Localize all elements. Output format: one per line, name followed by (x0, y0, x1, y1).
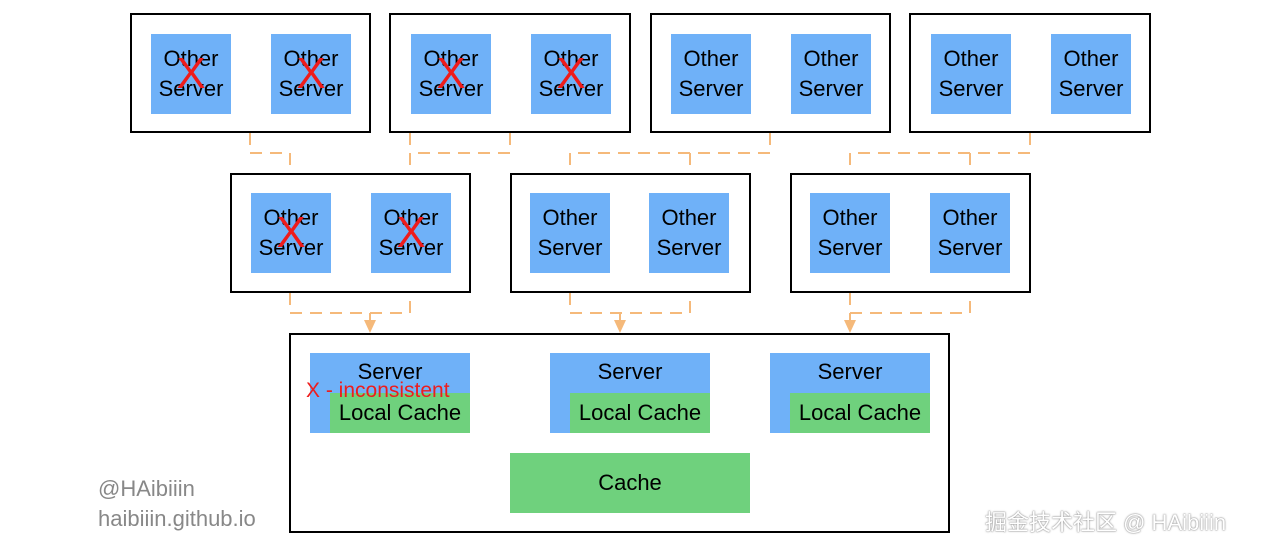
tier2-group-1: Other Server X Other Server X (230, 173, 471, 293)
server-label: Other Server (656, 205, 722, 260)
local-node-3[interactable]: Server Local Cache (770, 353, 930, 433)
link-t2b (569, 273, 691, 314)
server-label: Other Server (798, 46, 864, 101)
failure-mark-icon: X (276, 208, 306, 257)
inconsistent-note: X - inconsistent (306, 379, 450, 402)
local-cache: Local Cache (330, 393, 470, 433)
tier2-group3-server-2[interactable]: Other Server (930, 193, 1010, 273)
server-label: Other Server (1058, 46, 1124, 101)
tier1-group-1: Other Server X Other Server X (130, 13, 371, 133)
server-label: Other Server (937, 205, 1003, 260)
local-cache: Local Cache (570, 393, 710, 433)
watermark-site: haibiiin.github.io (98, 506, 256, 531)
server-label: Other Server (537, 205, 603, 260)
server-label: Other Server (418, 46, 484, 101)
tier2-group1-server-2[interactable]: Other Server X (371, 193, 451, 273)
server-label: Other Server (258, 205, 324, 260)
local-node-1[interactable]: Server Local Cache X - inconsistent (306, 353, 470, 433)
server-label: Other Server (158, 46, 224, 101)
tier1-group2-server-2[interactable]: Other Server X (531, 34, 611, 114)
local-cache: Local Cache (790, 393, 930, 433)
shared-cache[interactable]: Cache (510, 453, 750, 513)
tier1-group1-server-1[interactable]: Other Server X (151, 34, 231, 114)
server-label: Other Server (678, 46, 744, 101)
server-label: Other Server (378, 205, 444, 260)
local-node-2[interactable]: Server Local Cache (550, 353, 710, 433)
failure-mark-icon: X (396, 208, 426, 257)
tier2-group1-server-1[interactable]: Other Server X (251, 193, 331, 273)
server-label: Other Server (938, 46, 1004, 101)
tier1-group4-server-2[interactable]: Other Server (1051, 34, 1131, 114)
tier1-group3-server-2[interactable]: Other Server (791, 34, 871, 114)
tier1-group4-server-1[interactable]: Other Server (931, 34, 1011, 114)
arrow-head-3 (844, 320, 856, 333)
local-node-title: Server (597, 359, 663, 384)
arrow-head-1 (364, 320, 376, 333)
tier1-group-2: Other Server X Other Server X (389, 13, 631, 133)
local-node-title: Server (817, 359, 883, 384)
watermark-platform: 掘金技术社区 @ HAibiiin (985, 510, 1227, 535)
arrow-head-2 (614, 320, 626, 333)
server-label: Other Server (278, 46, 344, 101)
tier2-group-3: Other Server Other Server (790, 173, 1031, 293)
watermark-handle: @HAibiiin (98, 476, 195, 501)
failure-mark-icon: X (436, 49, 466, 98)
failure-mark-icon: X (296, 49, 326, 98)
tier1-group2-server-1[interactable]: Other Server X (411, 34, 491, 114)
tier1-group1-server-2[interactable]: Other Server X (271, 34, 351, 114)
tier2-group2-server-1[interactable]: Other Server (530, 193, 610, 273)
failure-mark-icon: X (556, 49, 586, 98)
tier1-group3-server-1[interactable]: Other Server (671, 34, 751, 114)
tier2-group3-server-1[interactable]: Other Server (810, 193, 890, 273)
link-t2a (289, 273, 411, 314)
failure-mark-icon: X (176, 49, 206, 98)
link-t2c (849, 273, 971, 314)
tier2-group-2: Other Server Other Server (510, 173, 751, 293)
local-node-title: Server (357, 359, 423, 384)
server-label: Other Server (817, 205, 883, 260)
tier2-group2-server-2[interactable]: Other Server (649, 193, 729, 273)
tier1-group-4: Other Server Other Server (909, 13, 1151, 133)
tier1-group-3: Other Server Other Server (650, 13, 891, 133)
server-label: Other Server (538, 46, 604, 101)
